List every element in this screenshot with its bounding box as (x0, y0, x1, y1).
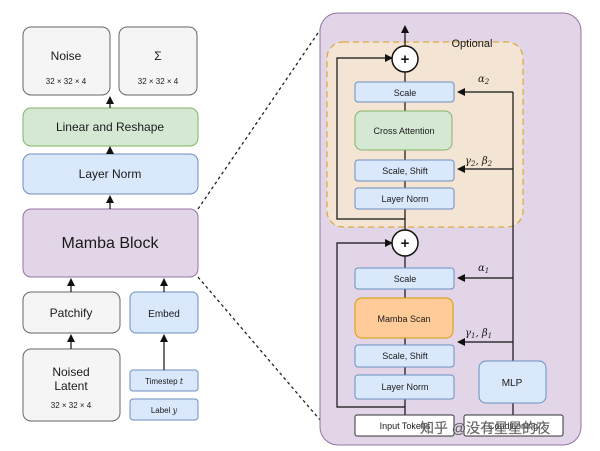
sigma-dims: 32 × 32 × 4 (138, 77, 179, 86)
panel-lines (336, 25, 514, 415)
patchify-box: Patchify (22, 291, 121, 334)
mamba-block-label: Mamba Block (62, 235, 160, 252)
conditioning-label: Conditioning (488, 421, 538, 431)
noised-latent-line1: Noised (52, 365, 89, 379)
mamba-block-box: Mamba Block (22, 208, 199, 278)
noised-latent-line2: Latent (54, 379, 88, 393)
timestep-box: Timestep t (129, 369, 199, 392)
linear-reshape-label: Linear and Reshape (56, 120, 164, 134)
plus-bottom-sign: + (401, 235, 410, 252)
main-scale-shift-label: Scale, Shift (382, 351, 428, 361)
input-tokens-label: Input Tokens (380, 421, 431, 431)
gamma1-beta1-label: γ1, β1 (465, 328, 492, 340)
noise-dims: 32 × 32 × 4 (46, 77, 87, 86)
opt-scale-label: Scale (394, 88, 417, 98)
input-tokens-box: Input Tokens (354, 414, 455, 437)
layer-norm-label: Layer Norm (79, 167, 142, 181)
opt-layer-norm-label: Layer Norm (381, 194, 428, 204)
noised-latent-box: Noised Latent 32 × 32 × 4 (22, 348, 121, 422)
mamba-scan-box: Mamba Scan (354, 297, 454, 339)
plus-top: + (391, 45, 419, 73)
main-scale-box: Scale (354, 267, 455, 290)
mlp-label: MLP (502, 378, 523, 389)
embed-box: Embed (129, 291, 199, 334)
main-layer-norm-box: Layer Norm (354, 374, 455, 400)
sigma-label: Σ (154, 49, 161, 63)
label-y-label: Label y (151, 406, 178, 415)
opt-layer-norm-box: Layer Norm (354, 187, 455, 210)
embed-label: Embed (148, 309, 180, 320)
alpha1-label: α1 (478, 263, 489, 275)
noised-latent-dims: 32 × 32 × 4 (51, 401, 92, 410)
optional-label: Optional (452, 38, 493, 50)
linear-reshape-box: Linear and Reshape (22, 107, 199, 147)
opt-scale-box: Scale (354, 81, 455, 103)
mlp-box: MLP (478, 360, 547, 404)
main-scale-shift-box: Scale, Shift (354, 344, 455, 368)
watermark: 知乎 @没有星星的夜 (420, 420, 550, 436)
sigma-box: Σ 32 × 32 × 4 (118, 26, 198, 96)
opt-scale-shift-label: Scale, Shift (382, 166, 428, 176)
label-y-box: Label y (129, 398, 199, 421)
zoom-connectors (197, 29, 321, 421)
left-arrows (67, 96, 168, 370)
alpha2-label: α2 (478, 74, 490, 86)
cross-attention-label: Cross Attention (373, 126, 434, 136)
plus-bottom: + (391, 229, 419, 257)
noise-label: Noise (51, 49, 82, 63)
layer-norm-box: Layer Norm (22, 153, 199, 195)
gamma2-beta2-label: γ2, β2 (465, 156, 493, 168)
timestep-label: Timestep t (145, 377, 184, 386)
plus-top-sign: + (401, 51, 410, 68)
cross-attention-box: Cross Attention (354, 110, 453, 151)
opt-scale-shift-box: Scale, Shift (354, 159, 455, 182)
patchify-label: Patchify (50, 306, 93, 320)
main-scale-label: Scale (394, 274, 417, 284)
mamba-scan-label: Mamba Scan (377, 314, 430, 324)
conditioning-box: Conditioning (463, 414, 564, 437)
main-layer-norm-label: Layer Norm (381, 382, 428, 392)
noise-box: Noise 32 × 32 × 4 (22, 26, 111, 96)
